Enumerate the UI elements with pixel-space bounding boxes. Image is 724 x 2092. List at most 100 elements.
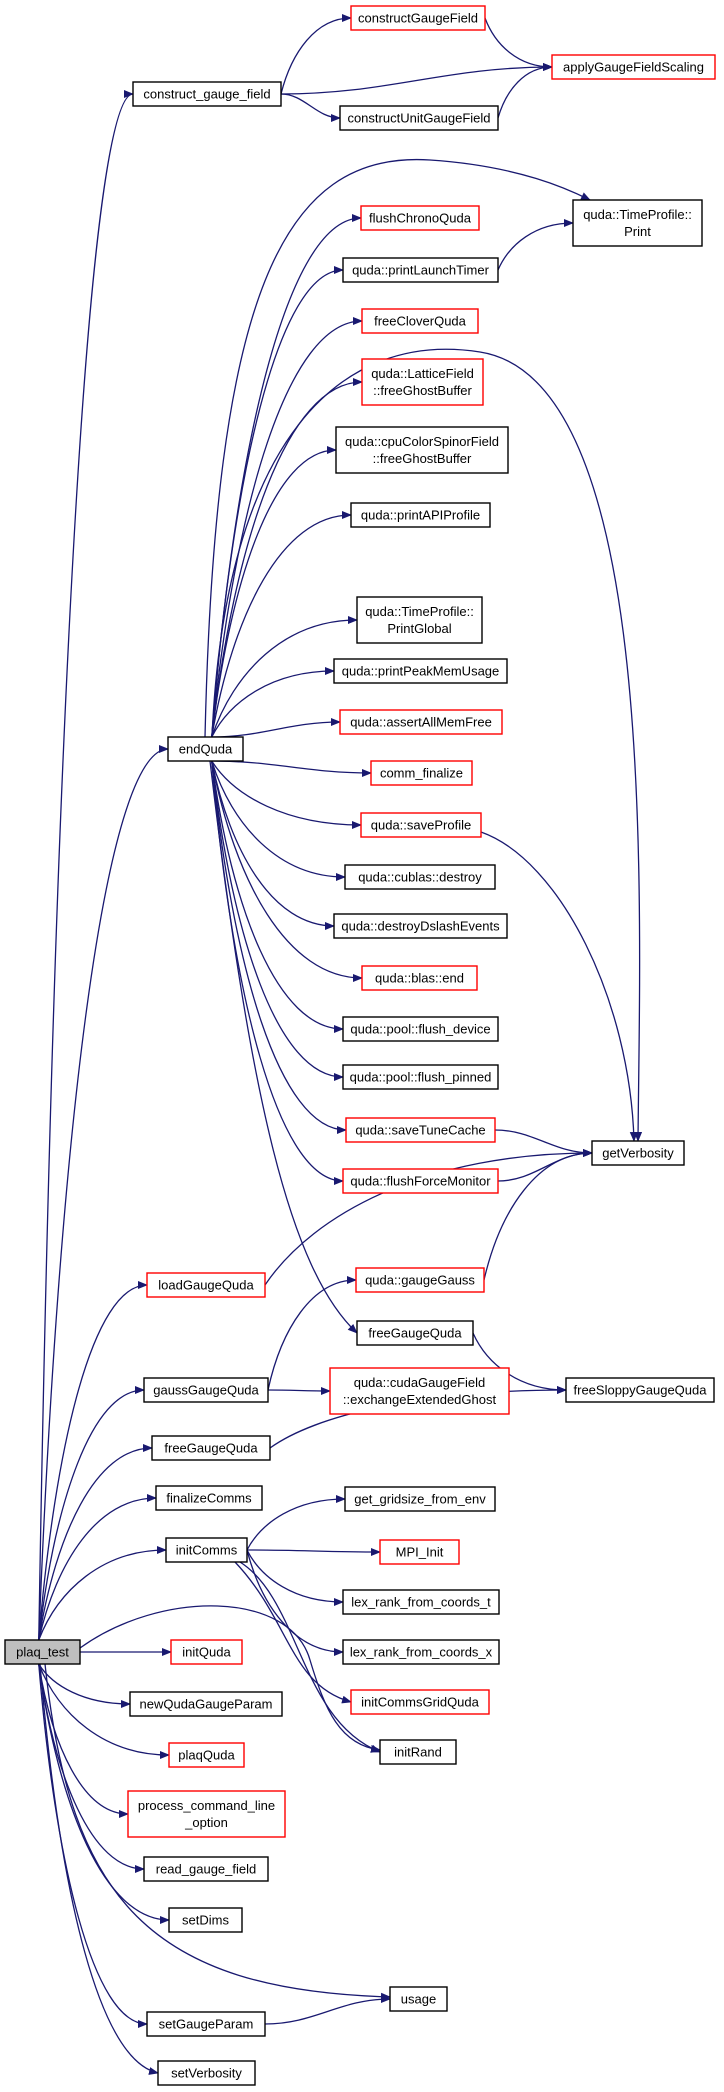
node-loadGaugeQuda[interactable]: loadGaugeQuda [146, 1272, 266, 1298]
node-box [170, 1639, 243, 1665]
node-setVerbosity[interactable]: setVerbosity [157, 2060, 256, 2086]
node-printAPIProfile[interactable]: quda::printAPIProfile [350, 502, 491, 528]
node-assertAllMemFree[interactable]: quda::assertAllMemFree [339, 709, 503, 735]
node-box [361, 308, 479, 334]
node-label: finalizeComms [166, 1491, 252, 1506]
node-box [389, 1986, 448, 2012]
node-label: freeGaugeQuda [164, 1441, 258, 1456]
node-pool_flush_pinned[interactable]: quda::pool::flush_pinned [342, 1064, 499, 1090]
node-getVerbosity[interactable]: getVerbosity [591, 1140, 685, 1166]
node-TimeProfile_PrintGlobal[interactable]: quda::TimeProfile::PrintGlobal [356, 596, 483, 644]
node-box [344, 1486, 496, 1512]
node-blas_end[interactable]: quda::blas::end [361, 965, 478, 991]
node-box [157, 2060, 256, 2086]
node-printLaunchTimer[interactable]: quda::printLaunchTimer [342, 257, 499, 283]
call-edge-printLaunchTimer-to-TimeProfile_Print [497, 219, 574, 271]
node-label: quda::printLaunchTimer [352, 263, 489, 278]
node-cpuColorSpinorField_freeGhostBuffer[interactable]: quda::cpuColorSpinorField::freeGhostBuff… [335, 426, 509, 474]
node-LatticeField_freeGhostBuffer[interactable]: quda::LatticeField::freeGhostBuffer [361, 358, 484, 406]
node-box [360, 812, 482, 838]
call-edge-saveProfile-to-getVerbosity [480, 831, 638, 1142]
node-construct_gauge_field[interactable]: construct_gauge_field [132, 81, 282, 107]
node-usage[interactable]: usage [389, 1986, 448, 2012]
call-edge-endQuda-to-comm_finalize [211, 760, 372, 777]
node-setGaugeParam[interactable]: setGaugeParam [146, 2011, 266, 2037]
node-initComms[interactable]: initComms [165, 1537, 248, 1563]
node-constructUnitGaugeField[interactable]: constructUnitGaugeField [339, 105, 499, 131]
node-pool_flush_device[interactable]: quda::pool::flush_device [342, 1016, 499, 1042]
node-box [151, 1435, 271, 1461]
node-box [129, 1691, 283, 1717]
call-edge-plaq_test-to-gaussGaugeQuda [38, 1386, 145, 1641]
node-box [329, 1367, 510, 1415]
call-edge-plaq_test-to-freeGaugeQuda [38, 1444, 153, 1641]
node-label: lex_rank_from_coords_t [351, 1595, 491, 1610]
call-edge-construct_gauge_field-to-applyGaugeFieldScaling [280, 63, 553, 95]
node-label: usage [401, 1992, 436, 2007]
node-get_gridsize_from_env[interactable]: get_gridsize_from_env [344, 1486, 496, 1512]
node-freeSloppyGaugeQuda[interactable]: freeSloppyGaugeQuda [565, 1377, 715, 1403]
node-plaqQuda[interactable]: plaqQuda [168, 1742, 245, 1768]
node-label: quda::TimeProfile:: [365, 604, 474, 619]
node-box [4, 1639, 81, 1665]
call-edge-endQuda-to-printPeakMemUsage [211, 667, 335, 738]
node-read_gauge_field[interactable]: read_gauge_field [143, 1856, 269, 1882]
node-applyGaugeFieldScaling[interactable]: applyGaugeFieldScaling [551, 54, 716, 80]
node-box [350, 1689, 490, 1715]
node-gaussGaugeQuda[interactable]: gaussGaugeQuda [143, 1377, 269, 1403]
node-cublas_destroy[interactable]: quda::cublas::destroy [344, 864, 496, 890]
node-lex_rank_from_coords_t[interactable]: lex_rank_from_coords_t [342, 1589, 500, 1615]
call-edge-plaq_test-to-initComms [38, 1546, 167, 1641]
node-gaugeGauss[interactable]: quda::gaugeGauss [355, 1267, 485, 1293]
call-edge-endQuda-to-flushForceMonitor [211, 760, 344, 1185]
node-finalizeComms[interactable]: finalizeComms [155, 1485, 263, 1511]
node-initRand[interactable]: initRand [379, 1739, 457, 1765]
node-box [335, 426, 509, 474]
node-box [342, 1064, 499, 1090]
node-constructGaugeField[interactable]: constructGaugeField [350, 5, 486, 31]
node-label: quda::blas::end [375, 971, 464, 986]
node-exchangeExtendedGhost[interactable]: quda::cudaGaugeField::exchangeExtendedGh… [329, 1367, 510, 1415]
node-initQuda[interactable]: initQuda [170, 1639, 243, 1665]
node-initCommsGridQuda[interactable]: initCommsGridQuda [350, 1689, 490, 1715]
node-box [333, 658, 508, 684]
node-label: constructUnitGaugeField [347, 111, 490, 126]
node-printPeakMemUsage[interactable]: quda::printPeakMemUsage [333, 658, 508, 684]
node-label: freeSloppyGaugeQuda [574, 1383, 708, 1398]
node-box [350, 502, 491, 528]
node-saveTuneCache[interactable]: quda::saveTuneCache [345, 1117, 496, 1143]
node-TimeProfile_Print[interactable]: quda::TimeProfile::Print [572, 199, 703, 247]
node-flushForceMonitor[interactable]: quda::flushForceMonitor [342, 1168, 499, 1194]
node-MPI_Init[interactable]: MPI_Init [379, 1539, 460, 1565]
call-edge-endQuda-to-freeGaugeQuda_inner [209, 760, 358, 1334]
node-box [342, 1016, 499, 1042]
node-flushChronoQuda[interactable]: flushChronoQuda [360, 205, 480, 231]
node-freeGaugeQuda_inner[interactable]: freeGaugeQuda [356, 1320, 474, 1346]
node-label: lex_rank_from_coords_x [350, 1645, 493, 1660]
node-process_command_line_option[interactable]: process_command_line_option [127, 1790, 286, 1838]
node-box [168, 1907, 243, 1933]
node-plaq_test[interactable]: plaq_test [4, 1639, 81, 1665]
node-box [333, 913, 508, 939]
node-freeGaugeQuda[interactable]: freeGaugeQuda [151, 1435, 271, 1461]
call-edge-endQuda-to-printLaunchTimer [211, 266, 344, 738]
node-label: freeCloverQuda [374, 314, 467, 329]
node-box [127, 1790, 286, 1838]
node-box [361, 965, 478, 991]
node-label: _option [184, 1815, 228, 1830]
node-label: initCommsGridQuda [361, 1695, 480, 1710]
node-destroyDslashEvents[interactable]: quda::destroyDslashEvents [333, 913, 508, 939]
node-endQuda[interactable]: endQuda [167, 736, 244, 762]
node-label: quda::saveTuneCache [355, 1123, 485, 1138]
node-box [167, 736, 244, 762]
call-edge-setGaugeParam-to-usage [264, 1995, 391, 2025]
node-newQudaGaugeParam[interactable]: newQudaGaugeParam [129, 1691, 283, 1717]
node-label: plaqQuda [178, 1748, 235, 1763]
call-edge-plaq_test-to-endQuda [38, 745, 169, 1641]
node-freeCloverQuda[interactable]: freeCloverQuda [361, 308, 479, 334]
node-comm_finalize[interactable]: comm_finalize [370, 760, 473, 786]
node-saveProfile[interactable]: quda::saveProfile [360, 812, 482, 838]
node-setDims[interactable]: setDims [168, 1907, 243, 1933]
node-label: quda::cudaGaugeField [354, 1375, 486, 1390]
node-lex_rank_from_coords_x[interactable]: lex_rank_from_coords_x [342, 1639, 500, 1665]
